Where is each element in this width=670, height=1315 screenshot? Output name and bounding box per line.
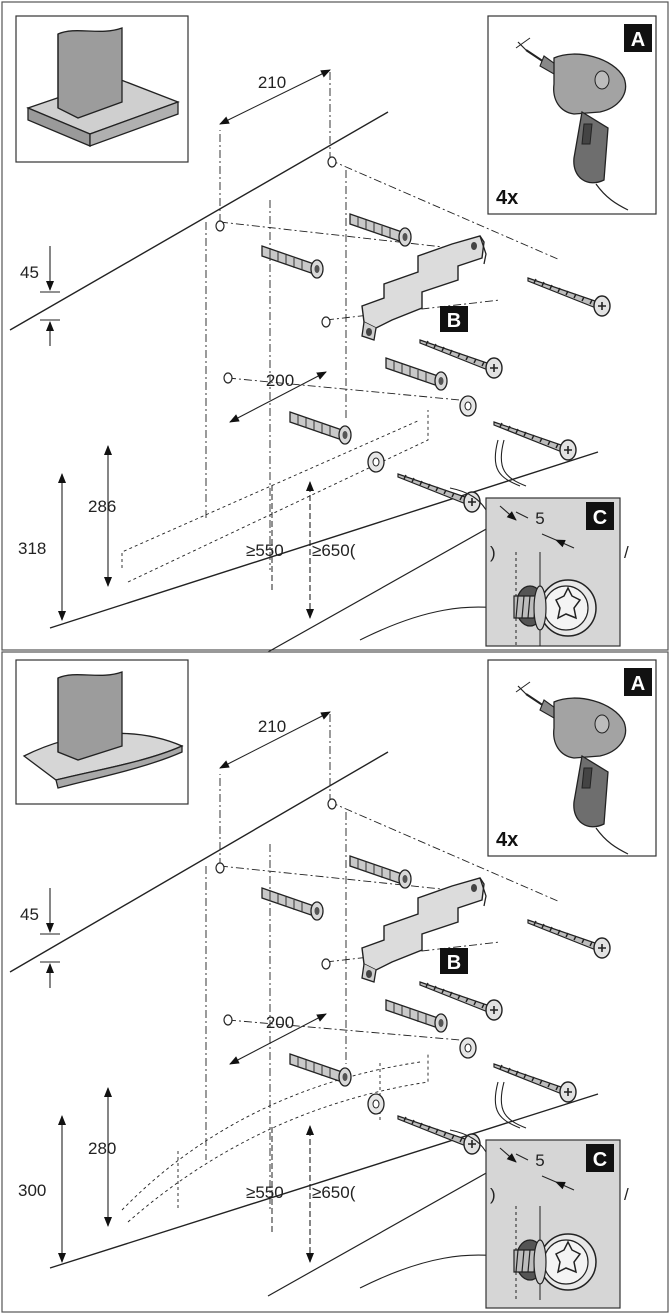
detail-step-c: 5 C ) bbox=[485, 1139, 621, 1309]
washer bbox=[459, 395, 477, 417]
dim-top-spacing: 210 bbox=[258, 717, 286, 736]
washer bbox=[367, 1093, 385, 1115]
hob-edge-line bbox=[267, 1153, 521, 1297]
wall-plug bbox=[261, 245, 324, 279]
dim-lower-spacing: 200 bbox=[266, 1013, 294, 1032]
wall-plug bbox=[385, 357, 448, 391]
label-c: C bbox=[593, 1149, 607, 1171]
detail-right-mark: / bbox=[624, 543, 629, 562]
label-c: C bbox=[593, 507, 607, 529]
dim-min-b: ≥650( bbox=[312, 1183, 356, 1202]
dim-inner-height: 280 bbox=[88, 1139, 116, 1158]
label-b-box bbox=[440, 306, 468, 332]
ceiling-line bbox=[9, 751, 389, 973]
detail-left-mark: ) bbox=[490, 543, 496, 562]
dim-lower-spacing: 200 bbox=[266, 371, 294, 390]
label-b: B bbox=[447, 952, 461, 974]
dim-min-a: ≥550 bbox=[246, 541, 284, 560]
drill-step-a: A 4x bbox=[487, 15, 657, 215]
wall-plug bbox=[261, 887, 324, 921]
detail-dim: 5 bbox=[535, 1151, 544, 1170]
label-b-box bbox=[440, 948, 468, 974]
label-b: B bbox=[447, 310, 461, 332]
dim-outer-height: 318 bbox=[18, 539, 46, 558]
dim-inner-height: 286 bbox=[88, 497, 116, 516]
detail-right-mark: / bbox=[624, 1185, 629, 1204]
wall-plug bbox=[349, 855, 412, 889]
washer bbox=[459, 1037, 477, 1059]
dim-outer-height: 300 bbox=[18, 1181, 46, 1200]
dim-min-b: ≥650( bbox=[312, 541, 356, 560]
dim-top-offset: 45 bbox=[20, 905, 39, 924]
detail-left-mark: ) bbox=[490, 1185, 496, 1204]
dim-top-offset: 45 bbox=[20, 263, 39, 282]
wall-plug bbox=[289, 1053, 352, 1087]
screw bbox=[527, 919, 611, 959]
wall-plug bbox=[289, 411, 352, 445]
dim-top-spacing: 210 bbox=[258, 73, 286, 92]
panel-straight-hood: B 210 45 200 286 318 ≥550 ≥650( A bbox=[1, 1, 669, 653]
detail-step-c: 5 C ) bbox=[485, 497, 621, 647]
screw bbox=[397, 1115, 481, 1155]
label-a: A bbox=[631, 29, 645, 51]
dim-min-a: ≥550 bbox=[246, 1183, 284, 1202]
wall-plug bbox=[385, 999, 448, 1033]
drill-count: 4x bbox=[496, 829, 518, 851]
screw bbox=[493, 421, 577, 461]
wall-plug bbox=[349, 213, 412, 247]
ceiling-line bbox=[9, 111, 389, 331]
drill-count: 4x bbox=[496, 187, 518, 209]
drill-step-a: A 4x bbox=[487, 659, 657, 857]
worktop-line bbox=[49, 451, 599, 629]
worktop-line bbox=[49, 1093, 599, 1269]
screw bbox=[397, 473, 481, 513]
hob-edge-line bbox=[267, 509, 521, 653]
detail-dim: 5 bbox=[535, 509, 544, 528]
panel-curved-hood: B 210 45 200 280 300 ≥550 ≥650( A bbox=[1, 651, 669, 1313]
label-a: A bbox=[631, 673, 645, 695]
screw bbox=[419, 981, 503, 1021]
screw bbox=[419, 339, 503, 379]
washer bbox=[367, 451, 385, 473]
screw bbox=[493, 1063, 577, 1103]
screw bbox=[527, 277, 611, 317]
